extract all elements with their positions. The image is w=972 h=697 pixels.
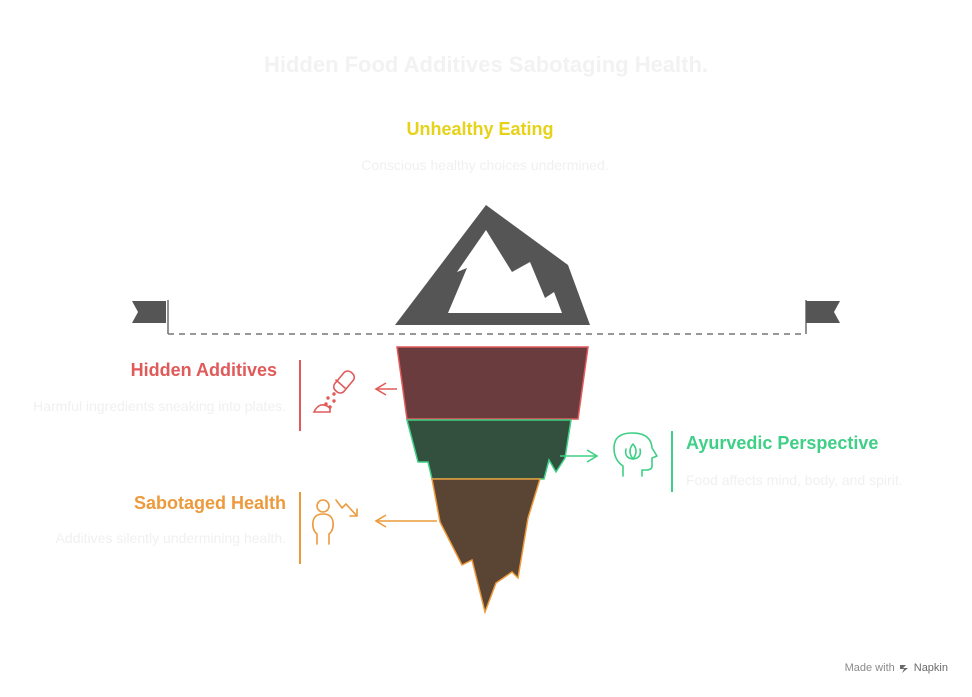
hidden-additives-description: Harmful ingredients sneaking into plates…	[33, 398, 286, 414]
layer-ayurvedic-perspective	[406, 419, 572, 480]
connector-sabotaged-health	[374, 514, 437, 528]
left-flag-icon	[132, 301, 166, 323]
layer-hidden-additives	[396, 346, 589, 420]
connector-hidden-additives	[374, 382, 397, 396]
unhealthy-eating-description: Conscious healthy choices undermined.	[361, 157, 609, 173]
napkin-logo-icon	[899, 664, 908, 673]
footer-attribution[interactable]: Made with Napkin	[845, 662, 948, 674]
ayurvedic-perspective-label: Ayurvedic Perspective	[686, 433, 879, 453]
mind-lotus-icon	[613, 432, 658, 477]
hidden-additives-label: Hidden Additives	[130, 360, 277, 380]
ayurvedic-perspective-description: Food affects mind, body, and spirit.	[686, 472, 903, 488]
unhealthy-eating-label: Unhealthy Eating	[406, 119, 554, 139]
right-flag-icon	[806, 301, 840, 323]
salt-shaker-icon	[312, 370, 356, 413]
declining-person-icon	[312, 499, 358, 545]
sabotaged-health-description: Additives silently undermining health.	[55, 530, 286, 546]
made-with-text: Made with	[844, 662, 895, 674]
sabotaged-health-label: Sabotaged Health	[133, 493, 286, 513]
napkin-brand: Napkin	[913, 662, 948, 674]
iceberg-tip	[395, 205, 590, 325]
page-title: Hidden Food Additives Sabotaging Health.	[263, 52, 709, 77]
connector-ayurvedic-perspective	[560, 449, 599, 463]
layer-sabotaged-health	[431, 478, 542, 615]
